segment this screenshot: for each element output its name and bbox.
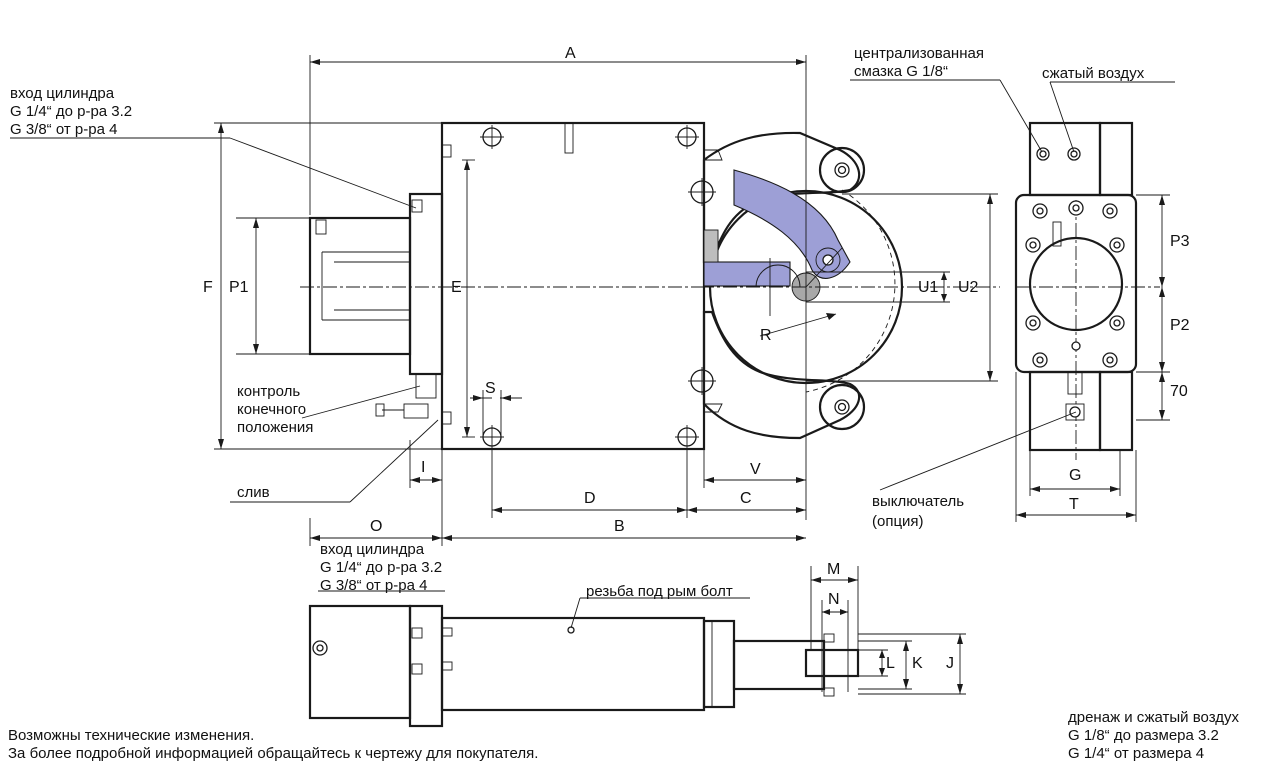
switch-line2: (опция): [872, 513, 924, 530]
dim-K-label: K: [912, 655, 923, 672]
note-line1: Возможны технические изменения.: [8, 727, 254, 744]
blue-lever: [733, 169, 851, 279]
leader-lines: [10, 79, 1175, 629]
dim-C-label: C: [740, 490, 752, 507]
lower-jaw: [702, 310, 861, 440]
dim-P1-label: P1: [229, 279, 249, 296]
dim-70-label: 70: [1170, 383, 1188, 400]
lube-line1: централизованная: [854, 45, 984, 62]
cyl-inlet-top-line3: G 3/8“ от р-ра 4: [10, 121, 117, 138]
dim-E-label: E: [451, 279, 462, 296]
cyl-inlet-bottom-line1: вход цилиндра: [320, 541, 425, 558]
cyl-inlet-top-line2: G 1/4“ до р-ра 3.2: [10, 103, 132, 120]
dim-B-label: B: [614, 518, 625, 535]
dim-M-label: M: [827, 561, 840, 578]
eyebolt-label: резьба под рым болт: [586, 583, 733, 600]
dim-P2-label: P2: [1170, 317, 1190, 334]
lube-line2: смазка G 1/8“: [854, 63, 948, 80]
drain-label: слив: [237, 484, 270, 501]
dim-F-label: F: [203, 279, 213, 296]
blue-slide: [703, 261, 791, 287]
side-bolt-icons: [1025, 147, 1125, 368]
switch-line1: выключатель: [872, 493, 964, 510]
endpos-line2: конечного: [237, 401, 306, 418]
endpos-line1: контроль: [237, 383, 300, 400]
drainair-line1: дренаж и сжатый воздух: [1068, 709, 1239, 726]
dim-D-label: D: [584, 490, 596, 507]
dim-T-label: T: [1069, 496, 1079, 513]
drainair-line2: G 1/8“ до размера 3.2: [1068, 727, 1219, 744]
dim-R-label: R: [760, 327, 772, 344]
cyl-inlet-bottom-line2: G 1/4“ до р-ра 3.2: [320, 559, 442, 576]
dim-A-label: A: [565, 45, 576, 62]
dim-U2-label: U2: [958, 279, 979, 296]
housing: [440, 121, 706, 451]
note-line2: За более подробной информацией обращайте…: [8, 745, 538, 762]
dim-V-label: V: [750, 461, 761, 478]
cyl-inlet-bottom-line3: G 3/8“ от р-ра 4: [320, 577, 427, 594]
side-bore: [1028, 236, 1124, 332]
cylinder-body: [308, 216, 412, 356]
dim-U1-label: U1: [918, 279, 939, 296]
dim-S-label: S: [485, 380, 496, 397]
drainair-line3: G 1/4“ от размера 4: [1068, 745, 1204, 762]
dim-I-label: I: [421, 459, 425, 476]
dim-O-label: O: [370, 518, 382, 535]
callout-labels: вход цилиндра G 1/4“ до р-ра 3.2 G 3/8“ …: [8, 45, 1239, 762]
front-view: [300, 60, 1000, 520]
front-dimensions: A F P1 E S I V: [203, 45, 998, 546]
dim-J-label: J: [946, 655, 954, 672]
cyl-inlet-top-line1: вход цилиндра: [10, 85, 115, 102]
top-view: M N L K J: [308, 561, 966, 728]
dim-N-label: N: [828, 591, 840, 608]
dim-G-label: G: [1069, 467, 1081, 484]
dim-L-label: L: [886, 655, 895, 672]
endpos-line3: положения: [237, 419, 313, 436]
air-label: сжатый воздух: [1042, 65, 1145, 82]
side-view: P3 P2 70 G T: [1014, 121, 1190, 522]
dim-P3-label: P3: [1170, 233, 1190, 250]
cylinder-flange: [408, 192, 444, 376]
